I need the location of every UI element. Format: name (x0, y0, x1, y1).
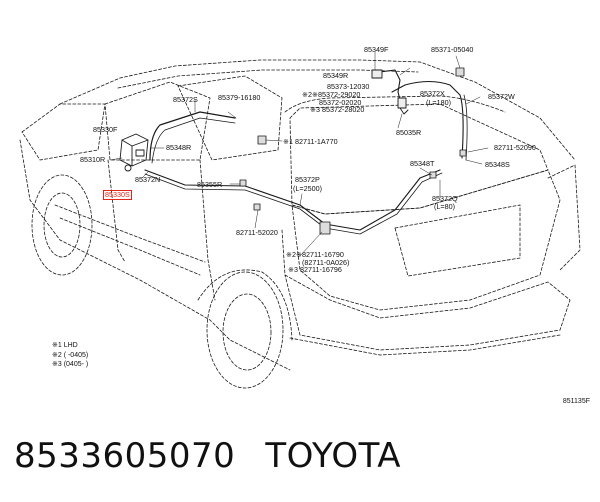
label-85379-16180: 85379-16180 (218, 93, 261, 102)
side-moulding (54, 204, 206, 263)
label-85330S-highlighted[interactable]: 85330S (103, 190, 132, 200)
rear-spoiler (284, 95, 506, 113)
label-85349R: 85349R (323, 71, 349, 80)
hose-front-2 (151, 117, 236, 164)
footer-caption: 8533605070 TOYOTA (14, 436, 431, 476)
label-85372Q-length: (L=80) (434, 202, 455, 211)
label-85372X-length: (L=180) (426, 98, 451, 107)
rear-wheel-arch (197, 269, 293, 341)
label-85348R: 85348R (166, 143, 192, 152)
label-85349F: 85349F (364, 45, 389, 54)
label-85373-12030: 85373-12030 (327, 82, 370, 91)
rear-wheel-inner (222, 293, 272, 371)
front-wheel-inner (43, 192, 81, 258)
label-85372X: 85372X (420, 89, 445, 98)
label-85372-29020: ※2※85372-29020 (302, 90, 361, 99)
label-82711-52020: 82711-52020 (236, 228, 278, 237)
label-82711-0A026: (82711-0A026) (302, 258, 350, 267)
label-85372P: 85372P (295, 175, 320, 184)
label-82711-1A770: ※1 82711-1A770 (283, 137, 338, 146)
diagram-code: 851135F (562, 398, 590, 405)
brand-name: TOYOTA (265, 436, 402, 476)
hose-rear-riser-2 (463, 94, 468, 161)
label-82711-52090: 82711-52090 (494, 143, 536, 152)
door-seam-2 (199, 159, 216, 301)
washer-tank (119, 133, 149, 172)
legend-item-before-0405: ※2 ( -0405) (52, 351, 89, 359)
door-seam (107, 159, 126, 263)
body-side (19, 139, 291, 371)
front-wheel (31, 174, 93, 276)
legend: ※1 LHD ※2 ( -0405) ※3 (0405- ) (52, 341, 88, 370)
label-85372S: 85372S (173, 95, 198, 104)
label-85330F: 85330F (93, 125, 118, 134)
rear-corner (281, 229, 286, 276)
part-number: 8533605070 (14, 436, 236, 476)
hose-rear-riser (391, 80, 464, 159)
label-85035R: 85035R (396, 128, 422, 137)
label-85372W: 85372W (488, 92, 515, 101)
side-moulding-2 (59, 217, 201, 276)
roof-outline (59, 59, 576, 161)
rear-wheel (206, 271, 284, 389)
label-85371-05040: 85371-05040 (431, 45, 474, 54)
hose-run (144, 169, 441, 231)
label-85348T: 85348T (410, 159, 435, 168)
hose-front (149, 111, 236, 161)
legend-item-lhd: ※1 LHD (52, 342, 78, 349)
label-85372P-length: (L=2500) (293, 184, 322, 193)
label-85372Q: 85372Q (432, 194, 458, 203)
label-85355R: 85355R (197, 180, 223, 189)
label-85310R: 85310R (80, 155, 106, 164)
label-85372N: 85372N (135, 175, 161, 184)
tailgate (291, 169, 561, 311)
hose-run-2 (144, 172, 443, 235)
label-82711-16790: ※2※82711-16790 (286, 250, 344, 259)
legend-item-after-0405: ※3 (0405- ) (52, 361, 89, 368)
washer-nozzle (371, 69, 409, 115)
rear-side-window (177, 75, 283, 161)
bumper-lower (289, 334, 561, 356)
license-recess (394, 204, 521, 277)
leader-lines (109, 51, 489, 257)
label-82711-16796: ※3 82711-16796 (288, 265, 342, 274)
windshield (21, 103, 106, 161)
label-85372-28020: ※3 85372-28020 (310, 105, 365, 114)
label-85348S: 85348S (485, 160, 510, 169)
bumper (284, 274, 571, 351)
hose-top (379, 69, 403, 109)
front-door-window (104, 81, 211, 161)
tail-light-right (547, 164, 581, 271)
label-85372-02020: 85372-02020 (319, 98, 362, 107)
